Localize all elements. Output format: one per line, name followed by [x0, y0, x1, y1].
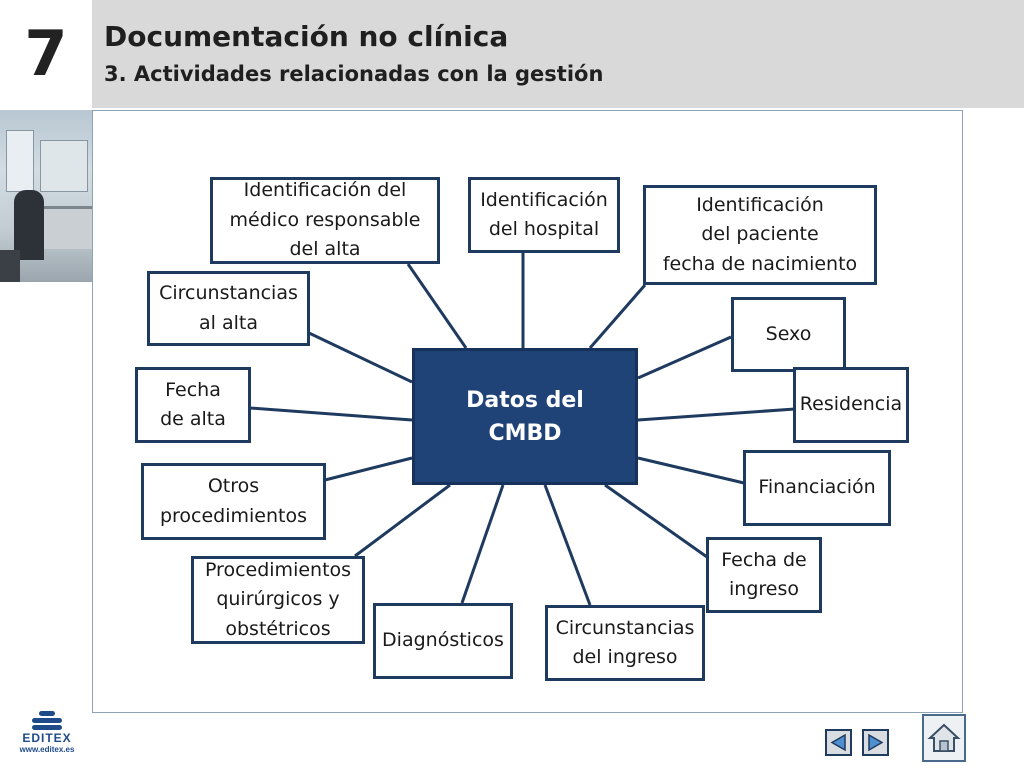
- arrow-left-icon: [830, 733, 846, 752]
- arrow-right-icon: [868, 733, 884, 752]
- connector-circ-ingreso: [543, 484, 592, 606]
- home-button[interactable]: [922, 714, 966, 762]
- connector-residencia: [637, 407, 796, 422]
- node-paciente: Identificación del paciente fecha de nac…: [643, 185, 877, 285]
- editex-logo: EDITEX www.editex.es: [16, 710, 78, 760]
- page-title: Documentación no clínica: [104, 20, 509, 53]
- node-financiacion: Financiación: [743, 450, 891, 526]
- node-otros-procedimientos: Otros procedimientos: [141, 463, 326, 540]
- node-diagnosticos: Diagnósticos: [373, 603, 513, 679]
- previous-button[interactable]: [825, 729, 852, 756]
- node-circunstancias-ingreso: Circunstancias del ingreso: [545, 605, 705, 681]
- next-button[interactable]: [862, 729, 889, 756]
- node-circunstancias-alta: Circunstancias al alta: [147, 271, 310, 346]
- connector-circ-alta: [308, 331, 413, 384]
- node-fecha-ingreso: Fecha de ingreso: [706, 537, 822, 613]
- connector-fecha-alta: [249, 406, 413, 422]
- node-procedimientos-quirurgicos: Procedimientos quirúrgicos y obstétricos: [191, 556, 365, 644]
- page-subtitle: 3. Actividades relacionadas con la gesti…: [104, 62, 604, 86]
- node-fecha-alta: Fecha de alta: [135, 367, 251, 443]
- chapter-badge: 7: [0, 0, 92, 108]
- connector-diagnosticos: [460, 484, 505, 604]
- logo-name: EDITEX: [22, 731, 72, 745]
- header-bar: Documentación no clínica 3. Actividades …: [92, 0, 1024, 108]
- node-hospital: Identificación del hospital: [468, 177, 620, 253]
- connector-proc-quir: [354, 483, 451, 558]
- connector-financiacion: [637, 456, 745, 485]
- connector-sexo: [637, 335, 732, 380]
- editex-logo-icon: [32, 710, 62, 730]
- chapter-number: 7: [24, 17, 68, 90]
- node-sexo: Sexo: [731, 297, 846, 372]
- node-medico-responsable: Identificación del médico responsable de…: [210, 177, 440, 264]
- connector-otros-proc: [324, 456, 413, 482]
- logo-url: www.editex.es: [19, 745, 75, 754]
- home-icon: [927, 723, 961, 752]
- connector-paciente: [588, 284, 647, 349]
- connector-fecha-ingreso: [604, 483, 708, 559]
- connector-medico: [406, 263, 468, 349]
- center-node-datos-cmbd: Datos del CMBD: [412, 348, 638, 485]
- hospital-office-photo: [0, 110, 92, 282]
- node-residencia: Residencia: [793, 367, 909, 443]
